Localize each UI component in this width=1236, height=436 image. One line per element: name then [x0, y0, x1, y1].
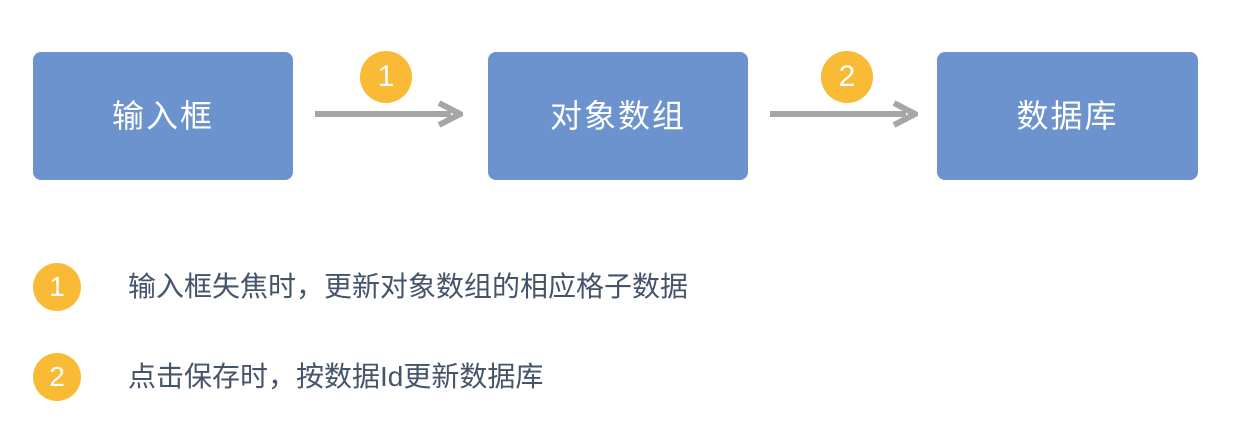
- node-database-label: 数据库: [1016, 98, 1119, 134]
- legend-step-1-badge-number: 1: [49, 271, 65, 302]
- node-object-array: 对象数组: [488, 52, 748, 180]
- legend-step-2-text: 点击保存时，按数据Id更新数据库: [128, 361, 544, 393]
- step-2-badge: 2: [821, 51, 873, 103]
- step-1-badge-number: 1: [377, 60, 395, 93]
- node-object-array-label: 对象数组: [549, 98, 686, 134]
- legend-item-1: 1 输入框失焦时，更新对象数组的相应格子数据: [33, 263, 688, 311]
- node-database: 数据库: [937, 52, 1198, 180]
- node-input-box-label: 输入框: [111, 98, 214, 134]
- legend-step-2-badge-number: 2: [49, 361, 65, 392]
- legend-step-1-text: 输入框失焦时，更新对象数组的相应格子数据: [128, 271, 689, 303]
- node-input-box: 输入框: [33, 52, 293, 180]
- arrow-right-icon: [315, 100, 463, 128]
- legend-step-1-badge: 1: [33, 263, 81, 311]
- step-1-badge: 1: [360, 51, 412, 103]
- arrow-right-icon: [770, 100, 918, 128]
- legend-step-2-badge: 2: [33, 353, 81, 401]
- legend-item-2: 2 点击保存时，按数据Id更新数据库: [33, 353, 543, 401]
- step-2-badge-number: 2: [838, 60, 856, 93]
